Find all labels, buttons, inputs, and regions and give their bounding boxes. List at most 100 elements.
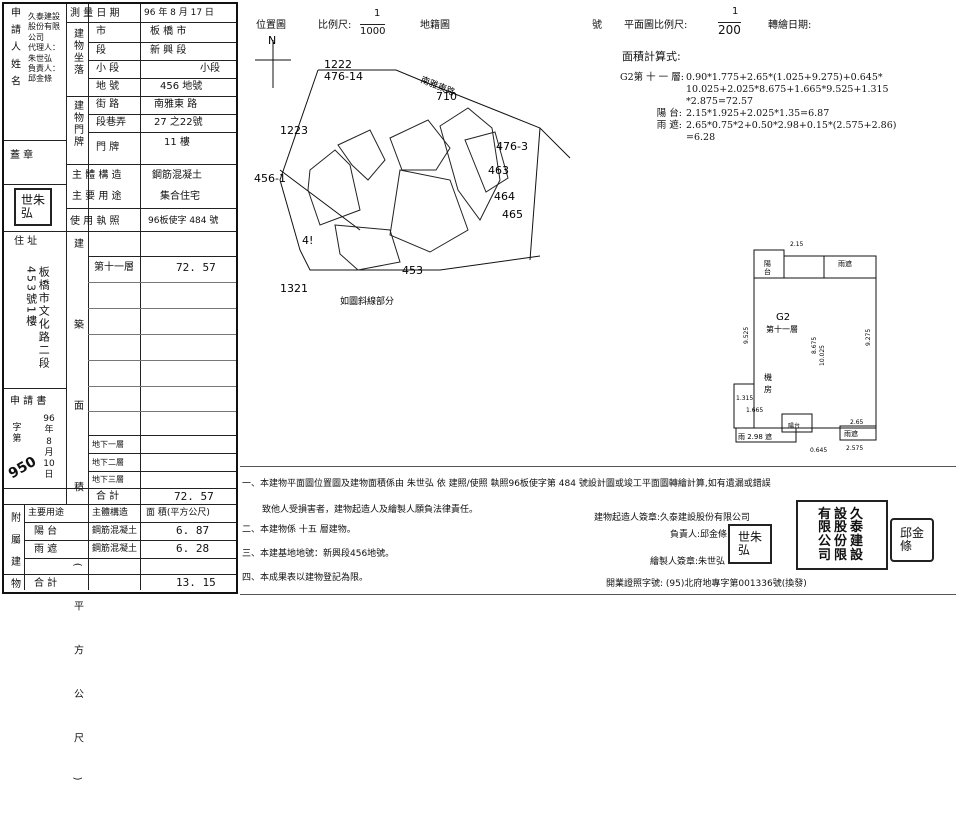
svg-text:456-1: 456-1: [254, 172, 286, 185]
annex-label: 附屬建物: [8, 512, 20, 600]
application-form-label: 申 請 書: [10, 396, 47, 407]
svg-text:機: 機: [764, 372, 772, 382]
doorplate-key-1: 段巷弄: [96, 117, 126, 128]
north-label: N: [268, 34, 276, 47]
doorplate-value-2: 11 樓: [164, 137, 190, 148]
application-number: 950: [5, 453, 40, 483]
notes-divider: [240, 466, 956, 467]
location-plan-map: N 1222 476-14 南雅東路 710 1223 476-3 463 46…: [254, 34, 571, 307]
owner-signature-label: 負責人:邱金條: [670, 530, 728, 540]
drafter-seal-stamp: 世朱 弘: [728, 524, 772, 564]
location-value-0: 板 橋 市: [150, 26, 187, 37]
svg-text:雨 2.98 遮: 雨 2.98 遮: [738, 432, 772, 441]
note-2: 二、本建物係 十五 層建物。: [242, 525, 356, 535]
total-value: 72. 57: [174, 490, 214, 503]
applicant-names: 久泰建設股份有限公司 代理人：朱世弘 負責人：邱金條: [28, 12, 64, 85]
seal-label: 蓋 章: [10, 150, 34, 161]
annex-area-0: 6. 87: [176, 524, 210, 537]
floor-row-label: 第十一層: [94, 262, 134, 273]
area-calc-lines: G2第 十 一 層:0.90*1.775+2.65*(1.025+9.275)+…: [620, 72, 897, 143]
note-4: 四、本成果表以建物登記為限。: [242, 573, 369, 583]
svg-text:476-14: 476-14: [324, 70, 363, 83]
annex-structure-0: 鋼筋混凝土: [92, 526, 138, 536]
svg-text:4!: 4!: [302, 234, 313, 247]
floor-row-area: 72. 57: [176, 261, 216, 274]
svg-text:2.15: 2.15: [790, 241, 804, 248]
svg-text:463: 463: [488, 164, 509, 177]
svg-text:房: 房: [764, 384, 772, 394]
svg-text:8.675: 8.675: [811, 337, 818, 354]
floor-plan-drawing: 2.15 陽 台 雨遮 G2 第十一層 機 房 1.315 1.665 雨 2.…: [733, 241, 877, 454]
annex-structure-1: 鋼筋混凝土: [92, 544, 138, 554]
note-1: 一、本建物平面圖位置圖及建物面積係由 朱世弘 依 建照/使照 執照96板使字第 …: [242, 479, 771, 489]
address-label: 住 址: [14, 236, 38, 247]
location-plan-title: 位置圖: [256, 20, 286, 31]
annex-use-1: 雨 遮: [34, 544, 58, 555]
svg-text:第十一層: 第十一層: [766, 324, 798, 334]
svg-text:1223: 1223: [280, 124, 308, 137]
doorplate-key-0: 街 路: [96, 99, 120, 110]
svg-text:2.65: 2.65: [850, 419, 864, 426]
applicant-header: 申 請 人 姓 名: [8, 7, 20, 88]
survey-record-table: 申 請 人 姓 名 久泰建設股份有限公司 代理人：朱世弘 負責人：邱金條 蓋 章…: [2, 2, 238, 815]
svg-text:464: 464: [494, 190, 515, 203]
svg-text:陽: 陽: [764, 259, 771, 268]
location-scale-den: 1000: [360, 24, 386, 37]
location-scale-label: 比例尺:: [318, 20, 352, 31]
annex-header-use: 主要用途: [28, 508, 65, 518]
location-value-3: 456 地號: [160, 81, 203, 92]
annex-use-0: 陽 台: [34, 526, 58, 537]
svg-text:710: 710: [436, 90, 457, 103]
note-3: 三、本建基地地號：新興段456地號。: [242, 549, 395, 559]
location-key-3: 地 號: [96, 81, 120, 92]
applicant-seal-stamp: 世朱 弘: [14, 188, 52, 226]
location-scale-num: 1: [374, 8, 381, 19]
basement-1: 地下一層: [92, 440, 124, 449]
company-seal-stamp: 有設久 限股泰 公份建 司限設: [796, 500, 888, 570]
usage-label: 主 要 用 途: [72, 191, 122, 202]
location-key-0: 市: [96, 26, 106, 37]
svg-text:1.315: 1.315: [736, 395, 753, 402]
plan-scale-den: 200: [718, 22, 741, 37]
drafter-signature-label: 繪製人簽章:朱世弘: [650, 557, 726, 567]
svg-text:1.665: 1.665: [746, 407, 763, 414]
basement-3: 地下三層: [92, 475, 124, 484]
usage-value: 集合住宅: [160, 191, 200, 202]
svg-text:陽台: 陽台: [788, 422, 800, 430]
area-column-label: 建 築 面 積 (平方公尺): [71, 238, 83, 815]
address-text: 板橋市文化路二段453號1樓: [24, 266, 51, 370]
builder-signature-label: 建物起造人簽章:久泰建設股份有限公司: [594, 513, 751, 523]
structure-value: 鋼筋混凝土: [152, 170, 202, 181]
plan-scale-num: 1: [732, 6, 739, 17]
total-label: 合 計: [96, 491, 120, 502]
annex-header-area: 面 積(平方公尺): [146, 508, 210, 518]
location-label: 建物坐落: [71, 28, 83, 76]
svg-text:9.525: 9.525: [743, 327, 750, 344]
annex-area-1: 6. 28: [176, 542, 210, 555]
area-calc-title: 面積計算式:: [622, 50, 681, 63]
basement-2: 地下二層: [92, 458, 124, 467]
svg-text:如圖斜線部分: 如圖斜線部分: [340, 295, 394, 307]
svg-text:雨遮: 雨遮: [838, 259, 852, 268]
application-number-label: 字第: [10, 422, 21, 444]
doorplate-label: 建物門牌: [71, 100, 83, 148]
location-value-1: 新 興 段: [150, 45, 187, 56]
svg-text:2.575: 2.575: [846, 445, 863, 452]
survey-date-label: 測 量 日 期: [70, 8, 120, 19]
location-key-2: 小 段: [96, 63, 120, 74]
svg-text:G2: G2: [776, 312, 790, 323]
svg-text:465: 465: [502, 208, 523, 221]
svg-text:1321: 1321: [280, 282, 308, 295]
location-scale-suffix: 地籍圖: [420, 20, 450, 31]
applicant-owner: 負責人：邱金條: [28, 63, 60, 84]
location-value-2: 小段: [200, 63, 220, 74]
permit-value: 96板使字 484 號: [148, 216, 219, 226]
svg-text:9.275: 9.275: [865, 329, 872, 346]
doorplate-key-2: 門 牌: [96, 142, 120, 153]
bottom-border: [240, 594, 956, 595]
doorplate-value-1: 27 之22號: [154, 117, 203, 128]
owner-seal-stamp: 邱金 條: [890, 518, 934, 562]
svg-text:台: 台: [764, 267, 771, 276]
